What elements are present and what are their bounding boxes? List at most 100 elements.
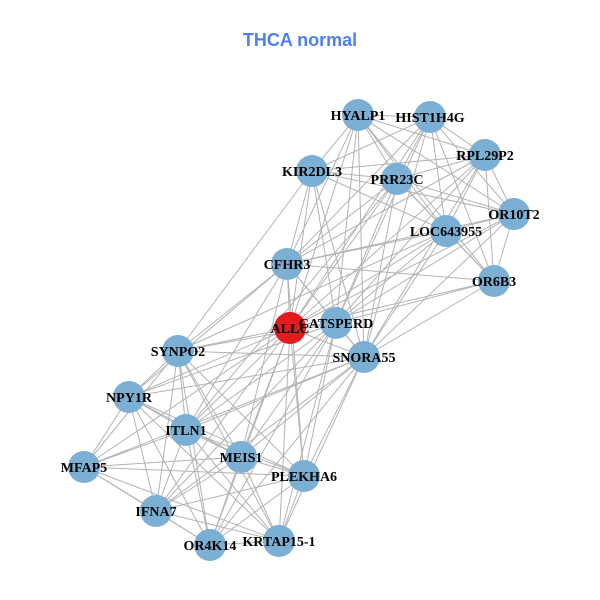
edge-ALLC-IFNA7 [155,327,291,512]
node-label-LOC643955: LOC643955 [410,225,482,240]
edge-KIR2DL3-OR10T2 [311,170,515,215]
edge-OR10T2-CATSPERD [335,213,515,324]
edge-CATSPERD-MEIS1 [240,322,337,458]
edge-PRR23C-ALLC [289,178,398,329]
node-label-OR4K14: OR4K14 [184,539,237,554]
edge-LOC643955-SYNPO2 [177,230,447,352]
edge-SNORA55-OR4K14 [209,356,365,546]
edge-CATSPERD-SYNPO2 [177,322,337,352]
edge-NPY1R-IFNA7 [128,396,157,512]
edge-HYALP1-CFHR3 [286,114,359,265]
edge-CFHR3-PLEKHA6 [286,263,305,477]
node-label-HYALP1: HYALP1 [331,109,386,124]
edge-OR6B3-CFHR3 [286,263,495,282]
edge-LOC643955-SNORA55 [363,230,447,358]
edge-MFAP5-KRTAP15-1 [83,466,280,542]
node-label-KRTAP15-1: KRTAP15-1 [242,535,315,550]
edge-ALLC-OR4K14 [209,327,291,546]
node-MFAP5 [68,451,100,483]
edge-LOC643955-CFHR3 [286,230,447,265]
node-KRTAP15-1 [263,525,295,557]
edge-CFHR3-ITLN1 [185,263,288,431]
node-PLEKHA6 [288,460,320,492]
node-label-CFHR3: CFHR3 [264,258,311,273]
edge-RPL29P2-CFHR3 [286,154,486,265]
edge-OR6B3-SNORA55 [363,280,495,358]
edge-ITLN1-OR4K14 [185,429,211,546]
edge-MEIS1-IFNA7 [155,456,242,512]
edge-SNORA55-PLEKHA6 [303,356,365,477]
edge-HIST1H4G-SNORA55 [363,116,431,358]
edge-ALLC-KRTAP15-1 [278,327,291,542]
edge-CATSPERD-IFNA7 [155,322,337,512]
edge-OR10T2-ALLC [289,213,515,329]
edge-OR10T2-SNORA55 [363,213,515,358]
node-CATSPERD [320,307,352,339]
edge-HIST1H4G-LOC643955 [429,116,447,232]
edge-SNORA55-SYNPO2 [177,350,365,358]
edge-CATSPERD-OR4K14 [209,322,337,546]
node-CFHR3 [271,248,303,280]
edge-SYNPO2-PLEKHA6 [177,350,305,477]
edge-ALLC-ITLN1 [185,327,291,431]
edge-RPL29P2-SNORA55 [363,154,486,358]
edge-NPY1R-PLEKHA6 [128,396,305,477]
edge-HIST1H4G-OR10T2 [429,116,515,215]
edge-KIR2DL3-CFHR3 [286,170,313,265]
node-SYNPO2 [162,335,194,367]
edge-CATSPERD-KRTAP15-1 [278,322,337,542]
edge-IFNA7-KRTAP15-1 [155,510,280,542]
node-NPY1R [113,381,145,413]
node-label-KIR2DL3: KIR2DL3 [282,165,342,180]
edge-KIR2DL3-SNORA55 [311,170,365,358]
edge-ITLN1-MFAP5 [83,429,187,468]
edge-HYALP1-SNORA55 [357,114,365,358]
edge-NPY1R-KRTAP15-1 [128,396,280,542]
figure-title: THCA normal [242,30,358,50]
node-OR4K14 [194,529,226,561]
edge-SNORA55-KRTAP15-1 [278,356,365,542]
edge-CFHR3-SYNPO2 [177,263,288,352]
edge-ALLC-NPY1R [128,327,291,398]
node-IFNA7 [140,495,172,527]
edge-RPL29P2-OR6B3 [484,154,495,282]
edge-CFHR3-NPY1R [128,263,288,398]
node-label-PRR23C: PRR23C [371,173,424,188]
edge-CFHR3-MEIS1 [240,263,288,458]
edge-MFAP5-PLEKHA6 [83,466,305,477]
node-KIR2DL3 [296,155,328,187]
node-ALLC [274,312,306,344]
node-label-MEIS1: MEIS1 [220,451,263,466]
edge-HIST1H4G-CFHR3 [286,116,431,265]
nodes [68,99,530,561]
node-label-SNORA55: SNORA55 [332,351,395,366]
edge-HIST1H4G-KIR2DL3 [311,116,431,172]
node-PRR23C [381,163,413,195]
edge-ALLC-MFAP5 [83,327,291,468]
edge-SNORA55-MFAP5 [83,356,365,468]
edge-LOC643955-CATSPERD [335,230,447,324]
node-OR6B3 [478,265,510,297]
edge-PRR23C-SNORA55 [363,178,398,358]
edge-HYALP1-OR6B3 [357,114,495,282]
edge-ALLC-SYNPO2 [177,327,291,352]
node-label-HIST1H4G: HIST1H4G [395,111,464,126]
edge-ITLN1-KRTAP15-1 [185,429,280,542]
node-ITLN1 [170,414,202,446]
edge-SNORA55-NPY1R [128,356,365,398]
edge-RPL29P2-KIR2DL3 [311,154,486,172]
edge-PLEKHA6-OR4K14 [209,475,305,546]
node-label-MFAP5: MFAP5 [61,461,107,476]
node-label-ITLN1: ITLN1 [165,424,206,439]
node-HYALP1 [342,99,374,131]
edge-RPL29P2-CATSPERD [335,154,486,324]
edge-MEIS1-MFAP5 [83,456,242,468]
edge-SNORA55-MEIS1 [240,356,365,458]
node-label-RPL29P2: RPL29P2 [456,149,514,164]
edge-SYNPO2-KRTAP15-1 [177,350,280,542]
edge-PLEKHA6-IFNA7 [155,475,305,512]
edge-OR6B3-CATSPERD [335,280,495,324]
